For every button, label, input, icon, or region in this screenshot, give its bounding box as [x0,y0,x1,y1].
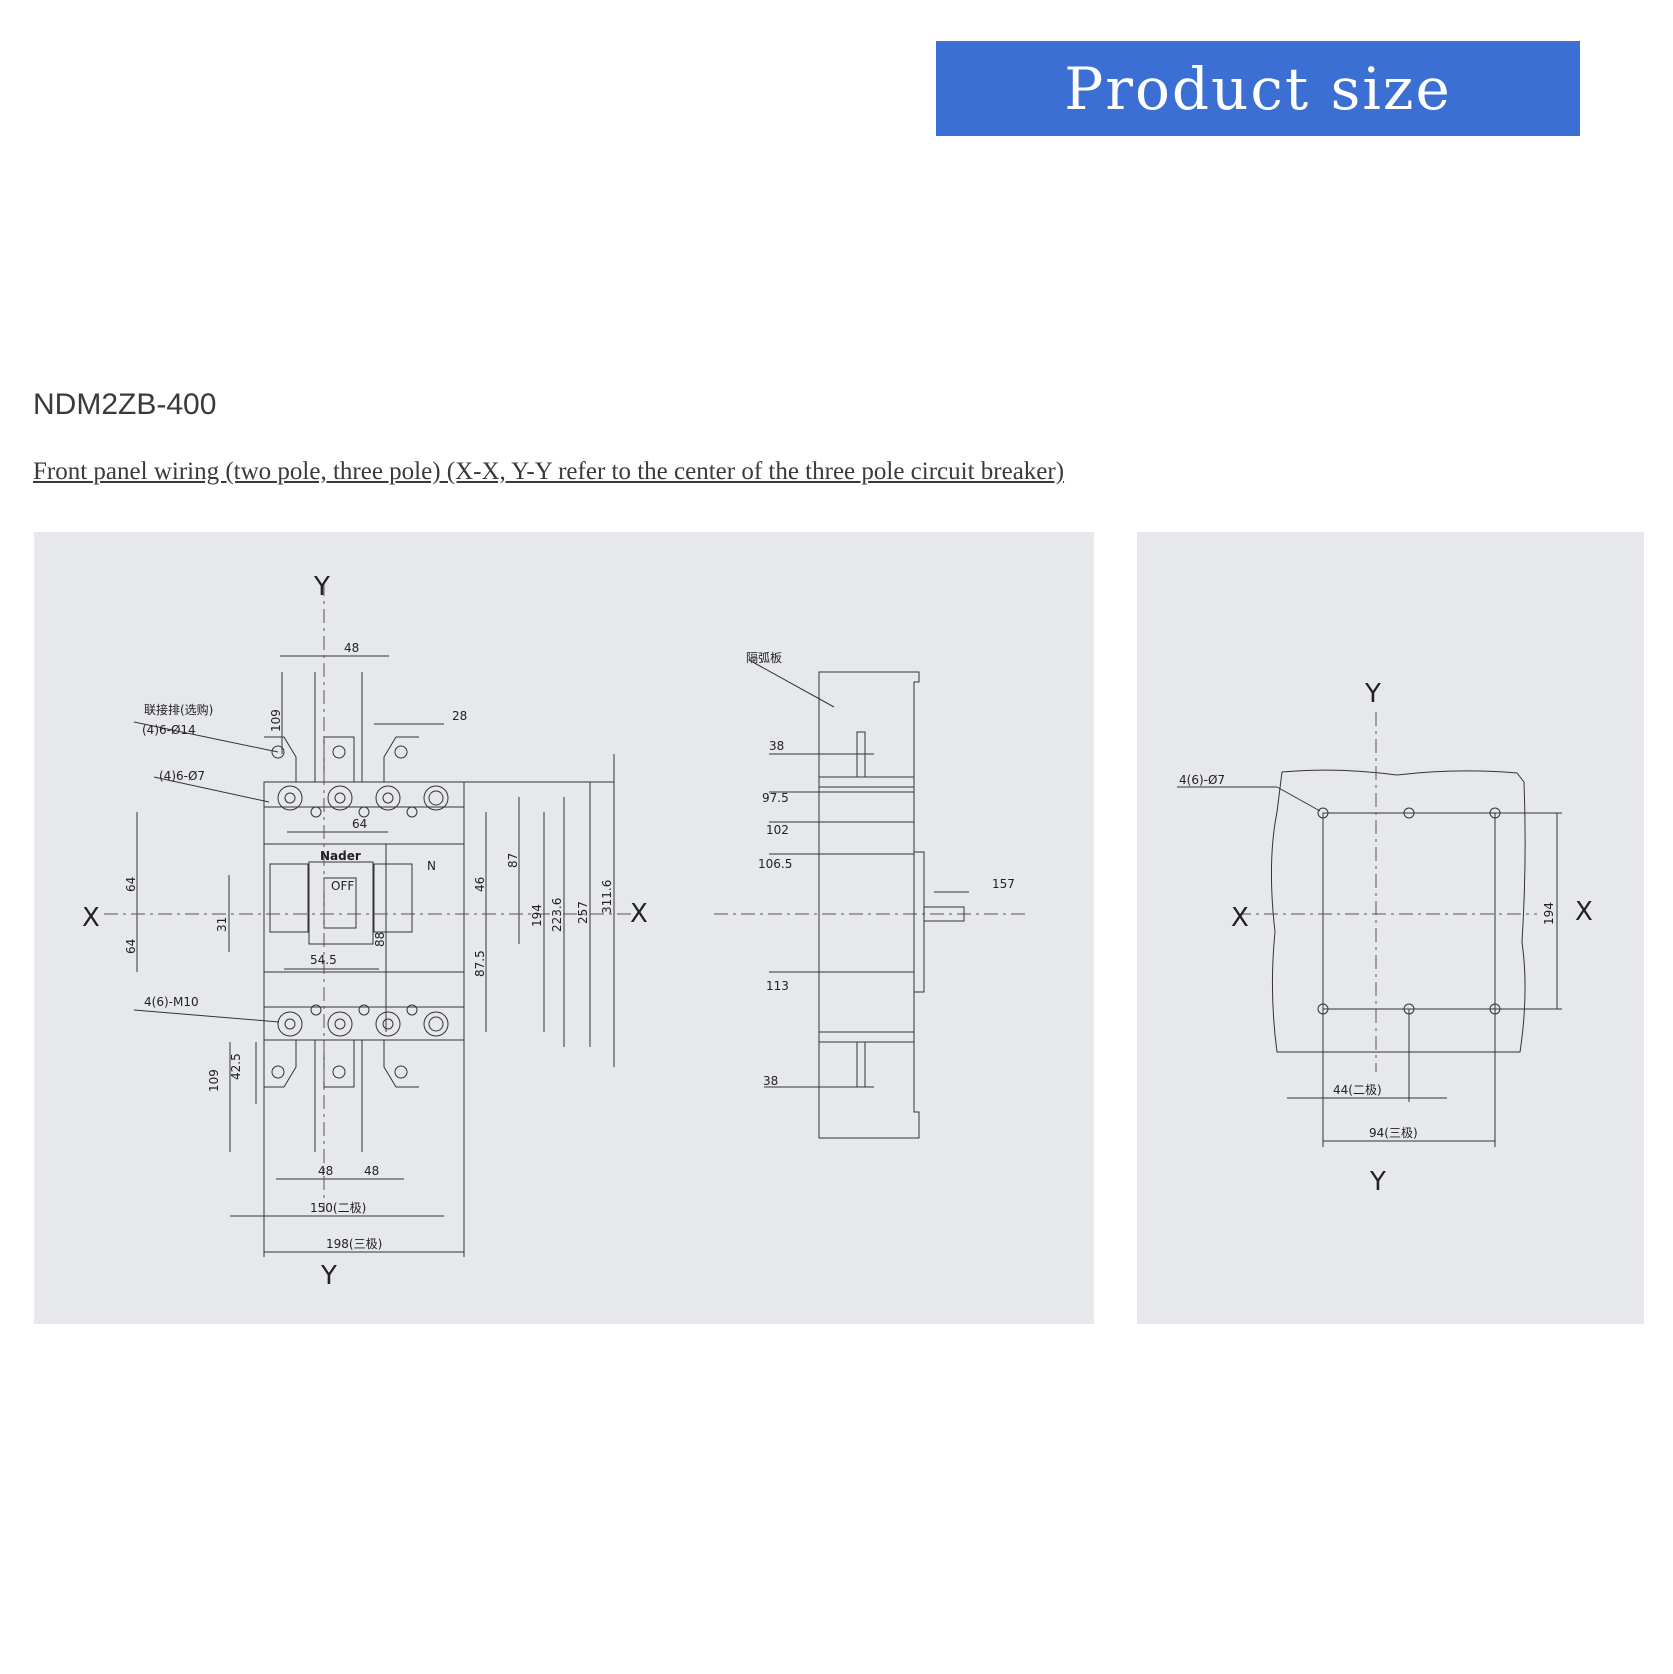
drawing-subtitle: Front panel wiring (two pole, three pole… [33,458,1065,485]
dim-42-5: 42.5 [229,1053,243,1080]
mount-axis-y-top: Y [1364,679,1381,709]
dim-side-157: 157 [992,877,1015,891]
dim-side-102: 102 [766,823,789,837]
dim-31: 31 [215,917,229,932]
dim-mount-94: 94(三极) [1369,1126,1418,1140]
dim-311-6: 311.6 [600,880,614,914]
dim-150: 150(二极) [310,1201,366,1215]
dim-48-top: 48 [344,641,359,655]
dim-side-106-5: 106.5 [758,857,792,871]
dim-64-mid: 64 [352,817,367,831]
mount-axis-x-left: X [1231,903,1249,933]
dim-48-a: 48 [318,1164,333,1178]
dim-side-38-bottom: 38 [763,1074,778,1088]
dim-mount-194: 194 [1542,902,1556,925]
dim-side-97-5: 97.5 [762,791,789,805]
dim-223-6: 223.6 [550,898,564,932]
dim-109-bottom: 109 [207,1069,221,1092]
axis-y-top: Y [313,572,330,602]
dim-28: 28 [452,709,467,723]
page-title: Product size [1064,54,1452,123]
dim-64-left-b: 64 [124,939,138,954]
dim-mount-44: 44(二极) [1333,1083,1382,1097]
mounting-hole-panel: Y Y X X 4(6)-Ø7 194 44(二极) 94(三极) [1137,532,1644,1324]
mounting-hole-drawing: Y Y X X 4(6)-Ø7 194 44(二极) 94(三极) [1177,679,1593,1197]
side-view-body [818,671,920,1139]
cutout-outline [1270,769,1526,1053]
n-mark: N [427,859,436,873]
axis-x-left: X [82,903,100,933]
title-banner: Product size [936,41,1580,136]
dim-48-b: 48 [364,1164,379,1178]
off-label: OFF [331,879,354,893]
front-and-side-drawing-panel: Y Y X X 联接排(选购) (4)6-Ø14 (4)6-Ø7 4(6)-M1… [34,532,1094,1324]
dim-64-left-a: 64 [124,877,138,892]
label-mount-holes: 4(6)-Ø7 [1179,773,1225,787]
dim-46: 46 [473,877,487,892]
dim-109-top: 109 [269,709,283,732]
axis-y-bottom: Y [320,1261,337,1291]
mount-axis-x-right: X [1575,897,1593,927]
mount-axis-y-bottom: Y [1369,1167,1386,1197]
dim-194: 194 [530,904,544,927]
brand-label: Nader [320,849,361,863]
axis-x-right: X [630,899,648,929]
dim-54-5: 54.5 [310,953,337,967]
label-busbar: 联接排(选购) [144,702,213,717]
label-hole14: (4)6-Ø14 [142,723,196,737]
dim-side-38-top: 38 [769,739,784,753]
front-and-side-drawing: Y Y X X 联接排(选购) (4)6-Ø14 (4)6-Ø7 4(6)-M1… [82,572,1029,1291]
dim-side-113: 113 [766,979,789,993]
dim-198: 198(三极) [326,1237,382,1251]
dim-88: 88 [373,932,387,947]
dim-87-5: 87.5 [473,950,487,977]
dim-257: 257 [576,901,590,924]
dim-87: 87 [506,853,520,868]
label-m10: 4(6)-M10 [144,995,199,1009]
model-name: NDM2ZB-400 [33,388,217,421]
label-arc-plate: 隔弧板 [746,651,782,665]
handle-recess [308,861,374,945]
label-hole7: (4)6-Ø7 [159,769,205,783]
